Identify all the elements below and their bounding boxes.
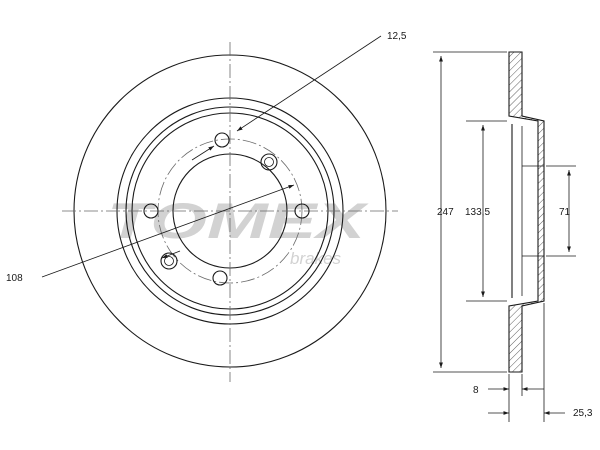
height-label: 25,3 [573,408,593,419]
front-view: 12,5 108 [6,31,407,382]
pcd-leader-lower [161,250,181,259]
bolt-hole [294,203,310,219]
watermark: TOMEX brakes [107,193,369,268]
pcd-label: 108 [6,273,23,284]
threaded-hole [260,153,278,171]
side-view: 247 133,5 71 8 25,3 [433,51,593,422]
bolt-hole [214,132,230,148]
bolt-hole [212,270,228,286]
threaded-hole [160,252,178,270]
bolt-holes [143,132,310,286]
thickness-label: 8 [473,385,479,396]
watermark-brand: TOMEX [107,193,369,249]
bolt-hole-diameter-label: 12,5 [387,31,407,42]
pcd-leader [41,184,295,278]
bolt-hole-leader [236,35,382,132]
hat-diameter-label: 133,5 [465,207,490,218]
disc-section-hatched [508,51,545,373]
threaded-hole-core [264,157,274,167]
outer-diameter-label: 247 [437,207,454,218]
bore-diameter-label: 71 [559,207,571,218]
bolt-hole-leader-lower [191,145,215,161]
bolt-hole [143,203,159,219]
threaded-hole-core [164,256,174,266]
